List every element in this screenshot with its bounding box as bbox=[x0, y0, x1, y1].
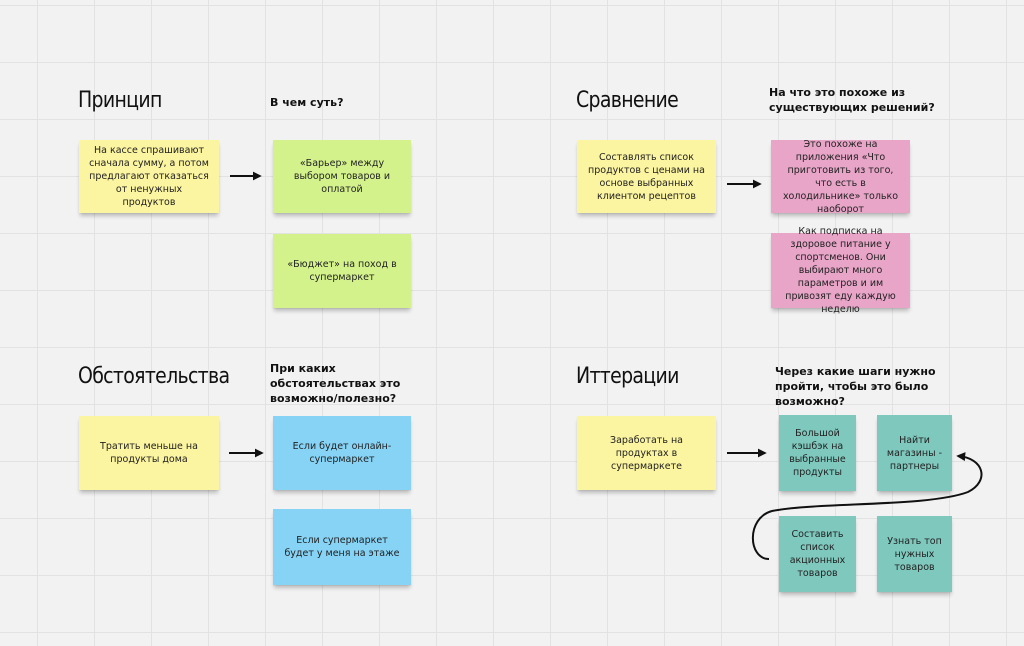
sticky-iterations-source[interactable]: Заработать на продуктах в супермаркете bbox=[577, 416, 716, 490]
sticky-comparison-source[interactable]: Составлять список продуктов с ценами на … bbox=[577, 140, 716, 213]
section-title-circumstances: Обстоятельства bbox=[78, 364, 230, 389]
sticky-comparison-idea-1[interactable]: Это похоже на приложения «Что приготовит… bbox=[771, 139, 910, 215]
question-principle: В чем суть? bbox=[270, 96, 344, 109]
sticky-principle-idea-2[interactable]: «Бюджет» на поход в супермаркет bbox=[273, 234, 411, 308]
question-iterations: Через какие шаги нужно пройти, чтобы это… bbox=[775, 365, 936, 408]
sticky-iterations-step-4[interactable]: Узнать топ нужных товаров bbox=[877, 516, 952, 592]
section-title-principle: Принцип bbox=[78, 88, 162, 113]
sticky-principle-idea-1[interactable]: «Барьер» между выбором товаров и оплатой bbox=[273, 140, 411, 213]
question-circumstances: При каких обстоятельствах это возможно/п… bbox=[270, 362, 401, 405]
sticky-principle-source[interactable]: На кассе спрашивают сначала сумму, а пот… bbox=[79, 140, 219, 213]
sticky-circumstances-source[interactable]: Тратить меньше на продукты дома bbox=[79, 416, 219, 490]
section-title-iterations: Иттерации bbox=[576, 364, 679, 389]
sticky-iterations-step-1[interactable]: Большой кэшбэк на выбранные продукты bbox=[779, 415, 856, 491]
sticky-iterations-step-3[interactable]: Составить список акционных товаров bbox=[779, 516, 856, 592]
sticky-circumstances-idea-2[interactable]: Если супермаркет будет у меня на этаже bbox=[273, 509, 411, 585]
sticky-comparison-idea-2[interactable]: Как подписка на здоровое питание у спорт… bbox=[771, 226, 910, 315]
question-comparison: На что это похоже из существующих решени… bbox=[769, 86, 935, 114]
sticky-iterations-step-2[interactable]: Найти магазины - партнеры bbox=[877, 415, 952, 491]
sticky-circumstances-idea-1[interactable]: Если будет онлайн-супермаркет bbox=[273, 416, 411, 490]
section-title-comparison: Сравнение bbox=[576, 88, 679, 113]
